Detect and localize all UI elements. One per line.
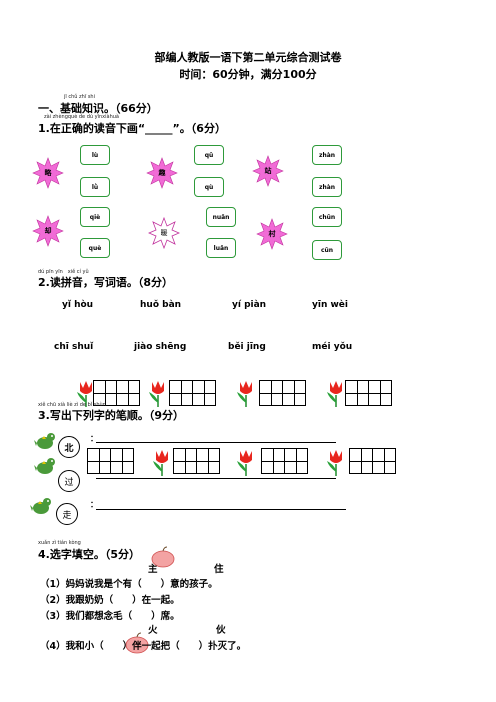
pinyin-prompt: yǐ hòu [62, 300, 94, 310]
pinyin-option[interactable]: zhàn [312, 177, 342, 197]
q3-heading: 3.写出下列字的笔顺。（9分） [38, 409, 184, 422]
tulip-icon [153, 450, 168, 476]
writing-grid[interactable] [261, 448, 308, 474]
pinyin-prompt: chī shuǐ [54, 342, 94, 352]
pinyin-prompt: huǒ bàn [140, 300, 182, 310]
pinyin-option[interactable]: lù [80, 145, 110, 165]
q2-heading: 2.读拼音，写词语。（8分） [38, 276, 173, 289]
q2-pinyin: dú pīn yīn xiě cí yǔ [38, 269, 89, 275]
dinosaur-icon [34, 433, 55, 449]
char-label: 站 [264, 167, 272, 175]
pinyin-option[interactable]: chūn [312, 207, 342, 227]
star-badge: 暖 [148, 217, 180, 249]
choice-char: 火 [148, 625, 158, 636]
q4-heading: 4.选字填空。（5分） [38, 548, 140, 561]
part1-heading: 一、基础知识。（66分） [38, 102, 158, 115]
sentence: （3）我们都想念毛（ ）席。 [40, 611, 180, 622]
pinyin-option[interactable]: què [80, 238, 110, 258]
char-label: 趣 [158, 169, 166, 177]
writing-grid[interactable] [169, 380, 216, 406]
writing-grid[interactable] [173, 448, 220, 474]
tulip-icon [327, 381, 342, 407]
tulip-icon [149, 381, 164, 407]
answer-line[interactable] [96, 478, 336, 479]
pinyin-prompt: jiào shēng [134, 342, 187, 352]
char-circle: 北 [58, 436, 80, 458]
star-badge: 站 [252, 155, 284, 187]
star-badge: 略 [32, 157, 64, 189]
star-badge: 趣 [146, 157, 178, 189]
part1-pinyin: jī chǔ zhī shi [64, 94, 95, 100]
sentence: （4）我和小（ ）伴一起把（ ）扑灭了。 [40, 641, 247, 652]
writing-grid[interactable] [345, 380, 392, 406]
char-circle: 走 [56, 503, 78, 525]
apple-icon [125, 632, 149, 654]
pinyin-prompt: yīn wèi [312, 300, 348, 310]
writing-grid[interactable] [93, 380, 140, 406]
q3-pinyin: xiě chū xià liè zì de bǐ shùn [38, 402, 106, 408]
char-label: 村 [268, 230, 276, 238]
pinyin-option[interactable]: cūn [312, 240, 342, 260]
colon: ： [90, 434, 98, 443]
q4-pinyin: xuǎn zì tián kòng [38, 540, 81, 546]
char-label: 略 [44, 169, 52, 177]
char-label: 暖 [160, 229, 168, 237]
sentence: （1）妈妈说我是个有（ ）意的孩子。 [40, 579, 218, 590]
choice-char: 住 [214, 564, 224, 575]
tulip-icon [237, 381, 252, 407]
tulip-icon [77, 381, 92, 407]
pinyin-option[interactable]: nuǎn [206, 207, 236, 227]
q1-heading: 1.在正确的读音下画“_____”。（6分） [38, 122, 226, 135]
colon: ： [90, 500, 98, 509]
writing-grid[interactable] [259, 380, 306, 406]
page-title: 部编人教版一语下第二单元综合测试卷 [154, 51, 342, 64]
answer-line[interactable] [96, 442, 336, 443]
pinyin-option[interactable]: qiè [80, 207, 110, 227]
q1-pinyin: zài zhèngquè de dú yīnxiàhuà [44, 114, 119, 120]
choice-char: 主 [148, 564, 158, 575]
pinyin-option[interactable]: zhàn [312, 145, 342, 165]
pinyin-option[interactable]: qù [194, 177, 224, 197]
star-badge: 却 [32, 215, 64, 247]
pinyin-option[interactable]: lǜ [80, 177, 110, 197]
pinyin-option[interactable]: qū [194, 145, 224, 165]
page-subtitle: 时间：60分钟，满分100分 [179, 68, 317, 81]
tulip-icon [327, 450, 342, 476]
dinosaur-icon [34, 458, 55, 474]
tulip-icon [237, 450, 252, 476]
pinyin-option[interactable]: luǎn [206, 238, 236, 258]
pinyin-prompt: yí piàn [232, 300, 267, 310]
char-circle: 过 [58, 470, 80, 492]
star-badge: 村 [256, 218, 288, 250]
pinyin-prompt: běi jīng [228, 342, 266, 352]
dinosaur-icon [30, 498, 51, 514]
answer-line[interactable] [96, 509, 346, 510]
pinyin-prompt: méi yǒu [312, 342, 353, 352]
writing-grid[interactable] [87, 448, 134, 474]
writing-grid[interactable] [349, 448, 396, 474]
choice-char: 伙 [216, 625, 226, 636]
sentence: （2）我跟奶奶（ ）在一起。 [40, 595, 180, 606]
apple-icon [151, 546, 175, 568]
char-label: 却 [44, 227, 52, 235]
